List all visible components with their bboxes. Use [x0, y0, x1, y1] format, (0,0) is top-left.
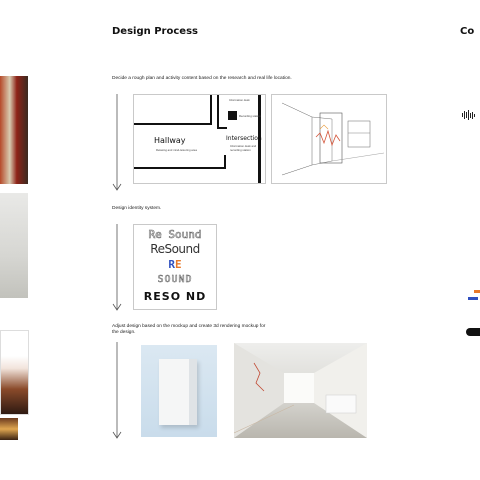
plan-wall	[224, 155, 226, 169]
left-photo-corridor-red	[0, 76, 28, 184]
step-3-arrow	[112, 342, 122, 439]
intersection-label: Intersection	[226, 135, 262, 142]
render-drawing	[233, 343, 367, 438]
recording-station-block	[228, 111, 237, 120]
left-photo-warm	[0, 418, 18, 440]
plan-wall	[258, 95, 261, 183]
hallway-render	[233, 343, 367, 438]
mockup-box	[159, 359, 197, 425]
logo-variant-bold: RESO ND	[143, 290, 207, 303]
step-3-text: Adjust design based on the mockup and cr…	[112, 324, 266, 335]
plan-wall	[134, 167, 224, 169]
plan-wall	[217, 95, 219, 127]
logo-variant-wordmark: ReSound	[150, 242, 200, 256]
logo-variant-sound: SOUND	[157, 274, 193, 286]
hallway-label: Hallway	[154, 136, 186, 145]
room-mid-label: Recording station	[239, 114, 261, 118]
floor-plan: Information desk Recording station Hallw…	[133, 94, 266, 184]
packaging-mockup	[141, 345, 217, 437]
sketch-drawing	[281, 102, 385, 176]
left-photo-corridor-white	[0, 193, 28, 298]
step-2-arrow	[112, 224, 122, 311]
partial-shape-right	[466, 328, 480, 336]
partial-logo-right	[468, 290, 480, 306]
plan-wall	[134, 123, 212, 125]
left-photo-interior	[0, 330, 29, 415]
page-title: Design Process	[112, 26, 198, 37]
logo-variant-color: RE	[134, 258, 216, 271]
logo-variant-outline: Re Sound	[148, 228, 202, 242]
hallway-sublabel: Relaxing and mind-leisuring area	[156, 148, 197, 152]
concept-sketch	[271, 94, 387, 184]
step-2-text: Design identity system.	[112, 206, 162, 211]
sound-wave-icon	[462, 110, 475, 120]
step-1-text: Decide a rough plan and activity content…	[112, 76, 292, 81]
plan-wall	[210, 95, 212, 123]
identity-logos: Re Sound ReSound RE SOUND RESO ND	[133, 224, 217, 310]
plan-wall	[217, 127, 227, 129]
room-top-label: Information desk	[229, 98, 250, 102]
intersection-sublabel: Information desk and recording station	[230, 144, 257, 152]
step-1-arrow	[112, 94, 122, 191]
next-section-title: Co	[460, 26, 475, 37]
logo-variant-color-text: RE	[168, 258, 182, 271]
